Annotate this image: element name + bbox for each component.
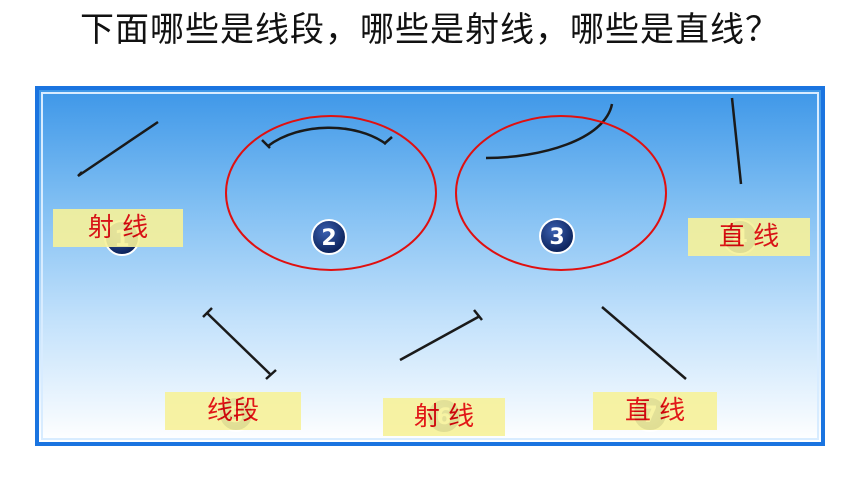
badge-2 <box>311 219 347 255</box>
figure-2-end-right <box>383 136 393 145</box>
figure-2-arc <box>267 126 387 148</box>
figure-3-circle <box>455 115 667 271</box>
figure-2: 2 <box>225 115 437 271</box>
figure-5-line <box>206 312 271 375</box>
figure-6-line <box>399 314 481 362</box>
figure-3: 3 <box>455 103 667 271</box>
badge-2-number: 2 <box>321 226 336 251</box>
answer-label-4: 直 线 <box>688 218 810 256</box>
figure-4-line <box>730 97 743 185</box>
figure-5-end-top <box>202 307 213 318</box>
panel-inner-border <box>41 92 819 440</box>
badge-3-number: 3 <box>549 225 564 250</box>
badge-3 <box>539 218 575 254</box>
figure-panel <box>35 86 825 446</box>
figure-1-line <box>77 120 159 178</box>
question-title: 下面哪些是线段，哪些是射线，哪些是直线？ <box>80 10 780 50</box>
figure-5-end-bottom <box>265 369 277 380</box>
figure-3-curve <box>485 103 614 160</box>
figure-2-end-left <box>261 139 271 149</box>
answer-label-7: 直 线 <box>593 392 717 430</box>
answer-label-1: 射 线 <box>53 209 183 247</box>
figure-6-end <box>473 309 483 321</box>
answer-label-5: 线段 <box>165 392 301 430</box>
figure-7-line <box>601 306 687 380</box>
figure-2-circle <box>225 115 437 271</box>
answer-label-6: 射 线 <box>383 398 505 436</box>
